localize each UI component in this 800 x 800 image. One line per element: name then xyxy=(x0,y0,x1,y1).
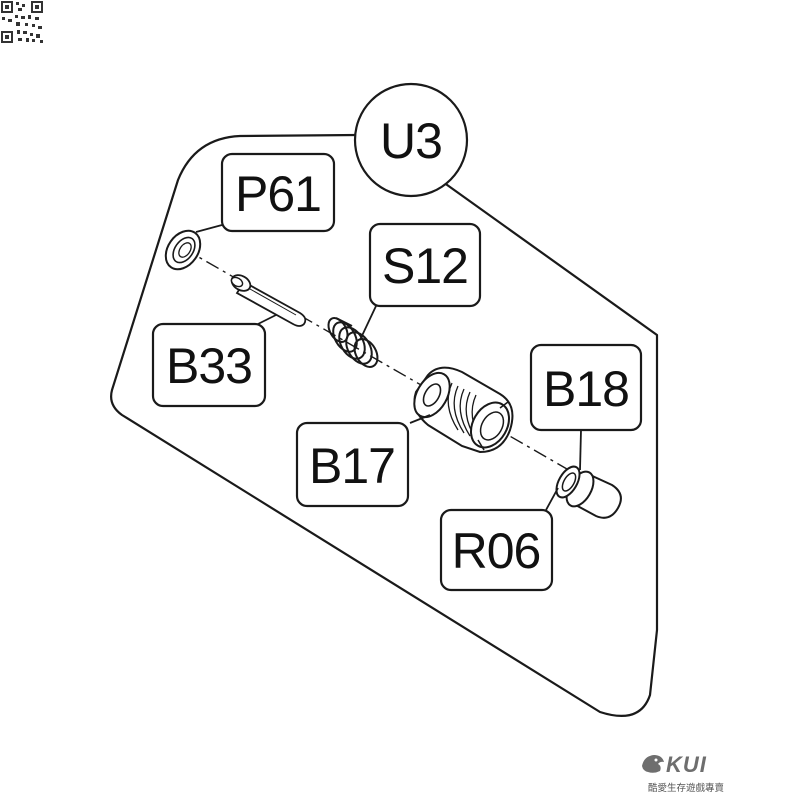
part-r06-oring xyxy=(555,465,581,499)
callout-r06: R06 xyxy=(439,508,554,592)
brand-watermark: KUI 酷愛生存遊戲專賣 xyxy=(640,752,748,798)
callout-b17: B17 xyxy=(295,421,410,508)
brand-tagline: 酷愛生存遊戲專賣 xyxy=(648,783,725,794)
callout-s12: S12 xyxy=(368,222,482,308)
leader-lines xyxy=(195,224,582,511)
label-p61: P61 xyxy=(235,166,321,222)
label-s12: S12 xyxy=(382,238,468,294)
label-b17: B17 xyxy=(309,438,395,494)
label-u3: U3 xyxy=(380,113,442,169)
callout-b33: B33 xyxy=(151,322,267,408)
callout-u3: U3 xyxy=(353,82,469,198)
part-b17-valve-body xyxy=(413,366,514,454)
part-s12-spring xyxy=(327,317,379,368)
part-p61-washer xyxy=(164,229,202,271)
part-b18-cap xyxy=(565,470,622,519)
assembly-outline xyxy=(110,133,659,717)
callout-p61: P61 xyxy=(220,152,336,233)
brand-name: KUI xyxy=(666,752,707,777)
label-r06: R06 xyxy=(452,523,541,579)
label-b33: B33 xyxy=(166,338,252,394)
callout-b18: B18 xyxy=(529,343,643,432)
dragon-head-icon xyxy=(642,755,664,773)
qr-code-icon xyxy=(0,0,44,44)
label-b18: B18 xyxy=(543,361,629,417)
part-b33-pin xyxy=(230,274,307,327)
